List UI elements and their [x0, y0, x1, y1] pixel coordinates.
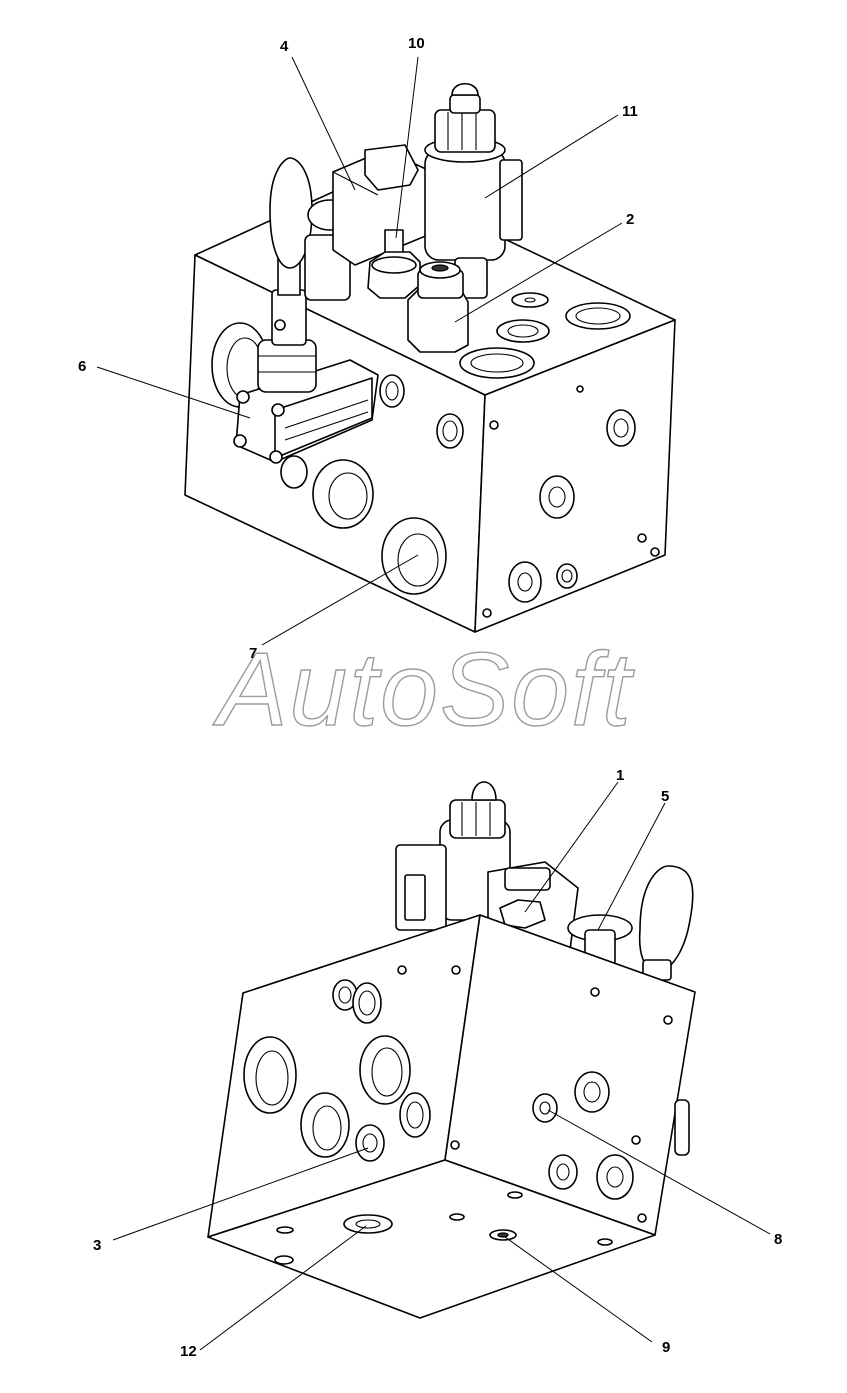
leader-8	[547, 1109, 771, 1235]
leader-3	[112, 1147, 369, 1241]
left-face-ports	[211, 322, 464, 595]
solenoid-valve-11	[424, 82, 523, 299]
leader-12	[199, 1225, 367, 1351]
top-valve-block-view	[184, 82, 676, 633]
bottom-block-bottom-face	[207, 1159, 656, 1319]
right-face-ports	[482, 385, 660, 618]
callout-5: 5	[661, 788, 669, 805]
fitting-10	[367, 229, 421, 299]
leader-6	[96, 366, 251, 419]
bottom-hand-lever	[638, 865, 694, 981]
leader-7	[261, 554, 419, 646]
callout-6: 6	[78, 358, 86, 375]
port-12	[343, 1214, 393, 1234]
bottom-right-face-ports	[532, 987, 690, 1223]
hand-lever-valve	[233, 157, 379, 464]
bottom-valve-block-view	[207, 781, 696, 1319]
relief-cartridge-2	[407, 261, 469, 353]
port-3	[355, 1124, 385, 1162]
callout-numbers: 4 10 11 2 6 7 1 5 3 8 12 9	[78, 35, 782, 1360]
callout-3: 3	[93, 1237, 101, 1254]
callout-11: 11	[622, 103, 638, 120]
leader-5	[597, 802, 666, 931]
callout-4: 4	[280, 38, 289, 55]
bottom-face-ports	[274, 1191, 613, 1265]
callout-1: 1	[616, 767, 624, 784]
callout-9: 9	[662, 1339, 670, 1356]
callout-7: 7	[249, 645, 257, 662]
leader-10	[395, 56, 419, 239]
pressure-valve-4	[332, 144, 429, 266]
leader-1	[524, 781, 619, 913]
top-block-right-face	[474, 319, 676, 633]
leader-lines	[96, 56, 771, 1351]
leader-9	[504, 1236, 653, 1343]
callout-8: 8	[774, 1231, 782, 1248]
leader-4	[291, 56, 356, 191]
callout-2: 2	[626, 211, 634, 228]
bottom-left-face-ports	[243, 965, 461, 1162]
top-face-ports	[459, 292, 631, 379]
port-8	[532, 1093, 558, 1123]
leader-11	[484, 114, 619, 199]
callout-12: 12	[180, 1343, 197, 1360]
callout-10: 10	[408, 35, 425, 52]
leader-2	[454, 222, 623, 323]
watermark-text: AutoSoft	[212, 632, 635, 748]
port-7	[381, 517, 447, 595]
